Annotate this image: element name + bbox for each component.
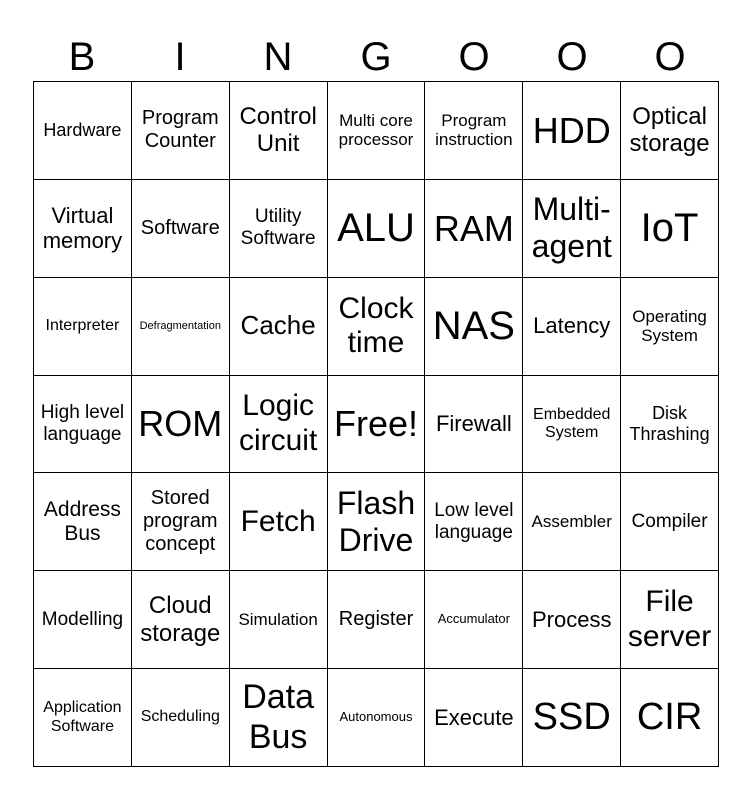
free-space-cell[interactable]: Free! [327, 375, 426, 474]
bingo-cell[interactable]: Cache [229, 277, 328, 376]
bingo-cell[interactable]: ALU [327, 179, 426, 278]
bingo-cell[interactable]: Virtual memory [34, 179, 132, 278]
bingo-cell[interactable]: Modelling [34, 571, 132, 670]
bingo-cell[interactable]: Optical storage [621, 82, 719, 180]
bingo-cell[interactable]: Clock time [327, 277, 426, 376]
header-letter: N [263, 35, 293, 79]
header-letter: I [174, 35, 186, 79]
bingo-cell[interactable]: Latency [523, 277, 622, 376]
bingo-cell[interactable]: HDD [523, 82, 622, 180]
bingo-cell[interactable]: Software [131, 179, 230, 278]
bingo-cell[interactable]: Multi core processor [327, 82, 426, 180]
bingo-cell[interactable]: Low level language [425, 473, 524, 572]
bingo-cell[interactable]: Embedded System [523, 375, 622, 474]
bingo-cell[interactable]: Disk Thrashing [621, 375, 719, 474]
bingo-cell[interactable]: Register [327, 571, 426, 670]
bingo-cell[interactable]: Simulation [229, 571, 328, 670]
bingo-cell[interactable]: CIR [621, 669, 719, 767]
bingo-cell[interactable]: Interpreter [34, 277, 132, 376]
bingo-cell[interactable]: Accumulator [425, 571, 524, 670]
bingo-cell[interactable]: Data Bus [229, 669, 328, 767]
header-letter: O [556, 35, 588, 79]
bingo-cell[interactable]: Control Unit [229, 82, 328, 180]
bingo-cell[interactable]: Hardware [34, 82, 132, 180]
bingo-cell[interactable]: Operating System [621, 277, 719, 376]
bingo-cell[interactable]: Application Software [34, 669, 132, 767]
header-letter: O [654, 35, 686, 79]
bingo-cell[interactable]: SSD [523, 669, 622, 767]
bingo-cell[interactable]: Autonomous [327, 669, 426, 767]
bingo-cell[interactable]: Scheduling [131, 669, 230, 767]
bingo-cell[interactable]: NAS [425, 277, 524, 376]
bingo-cell[interactable]: Stored program concept [131, 473, 230, 572]
bingo-cell[interactable]: Flash Drive [327, 473, 426, 572]
bingo-cell[interactable]: Utility Software [229, 179, 328, 278]
bingo-cell[interactable]: Program Counter [131, 82, 230, 180]
bingo-cell[interactable]: File server [621, 571, 719, 670]
bingo-cell[interactable]: Cloud storage [131, 571, 230, 670]
bingo-cell[interactable]: Multi-agent [523, 179, 622, 278]
bingo-cell[interactable]: Process [523, 571, 622, 670]
bingo-cell[interactable]: Assembler [523, 473, 622, 572]
bingo-cell[interactable]: RAM [425, 179, 524, 278]
bingo-cell[interactable]: Defragmentation [131, 277, 230, 376]
bingo-cell[interactable]: Compiler [621, 473, 719, 572]
bingo-cell[interactable]: Program instruction [425, 82, 524, 180]
bingo-cell[interactable]: Firewall [425, 375, 524, 474]
bingo-cell[interactable]: Logic circuit [229, 375, 328, 474]
header-letter: O [458, 35, 490, 79]
header-letter: B [68, 35, 96, 79]
header-letter: G [360, 35, 392, 79]
bingo-cell[interactable]: High level language [34, 375, 132, 474]
bingo-cell[interactable]: Fetch [229, 473, 328, 572]
bingo-cell[interactable]: IoT [621, 179, 719, 278]
bingo-cell[interactable]: Address Bus [34, 473, 132, 572]
bingo-cell[interactable]: Execute [425, 669, 524, 767]
bingo-cell[interactable]: ROM [131, 375, 230, 474]
